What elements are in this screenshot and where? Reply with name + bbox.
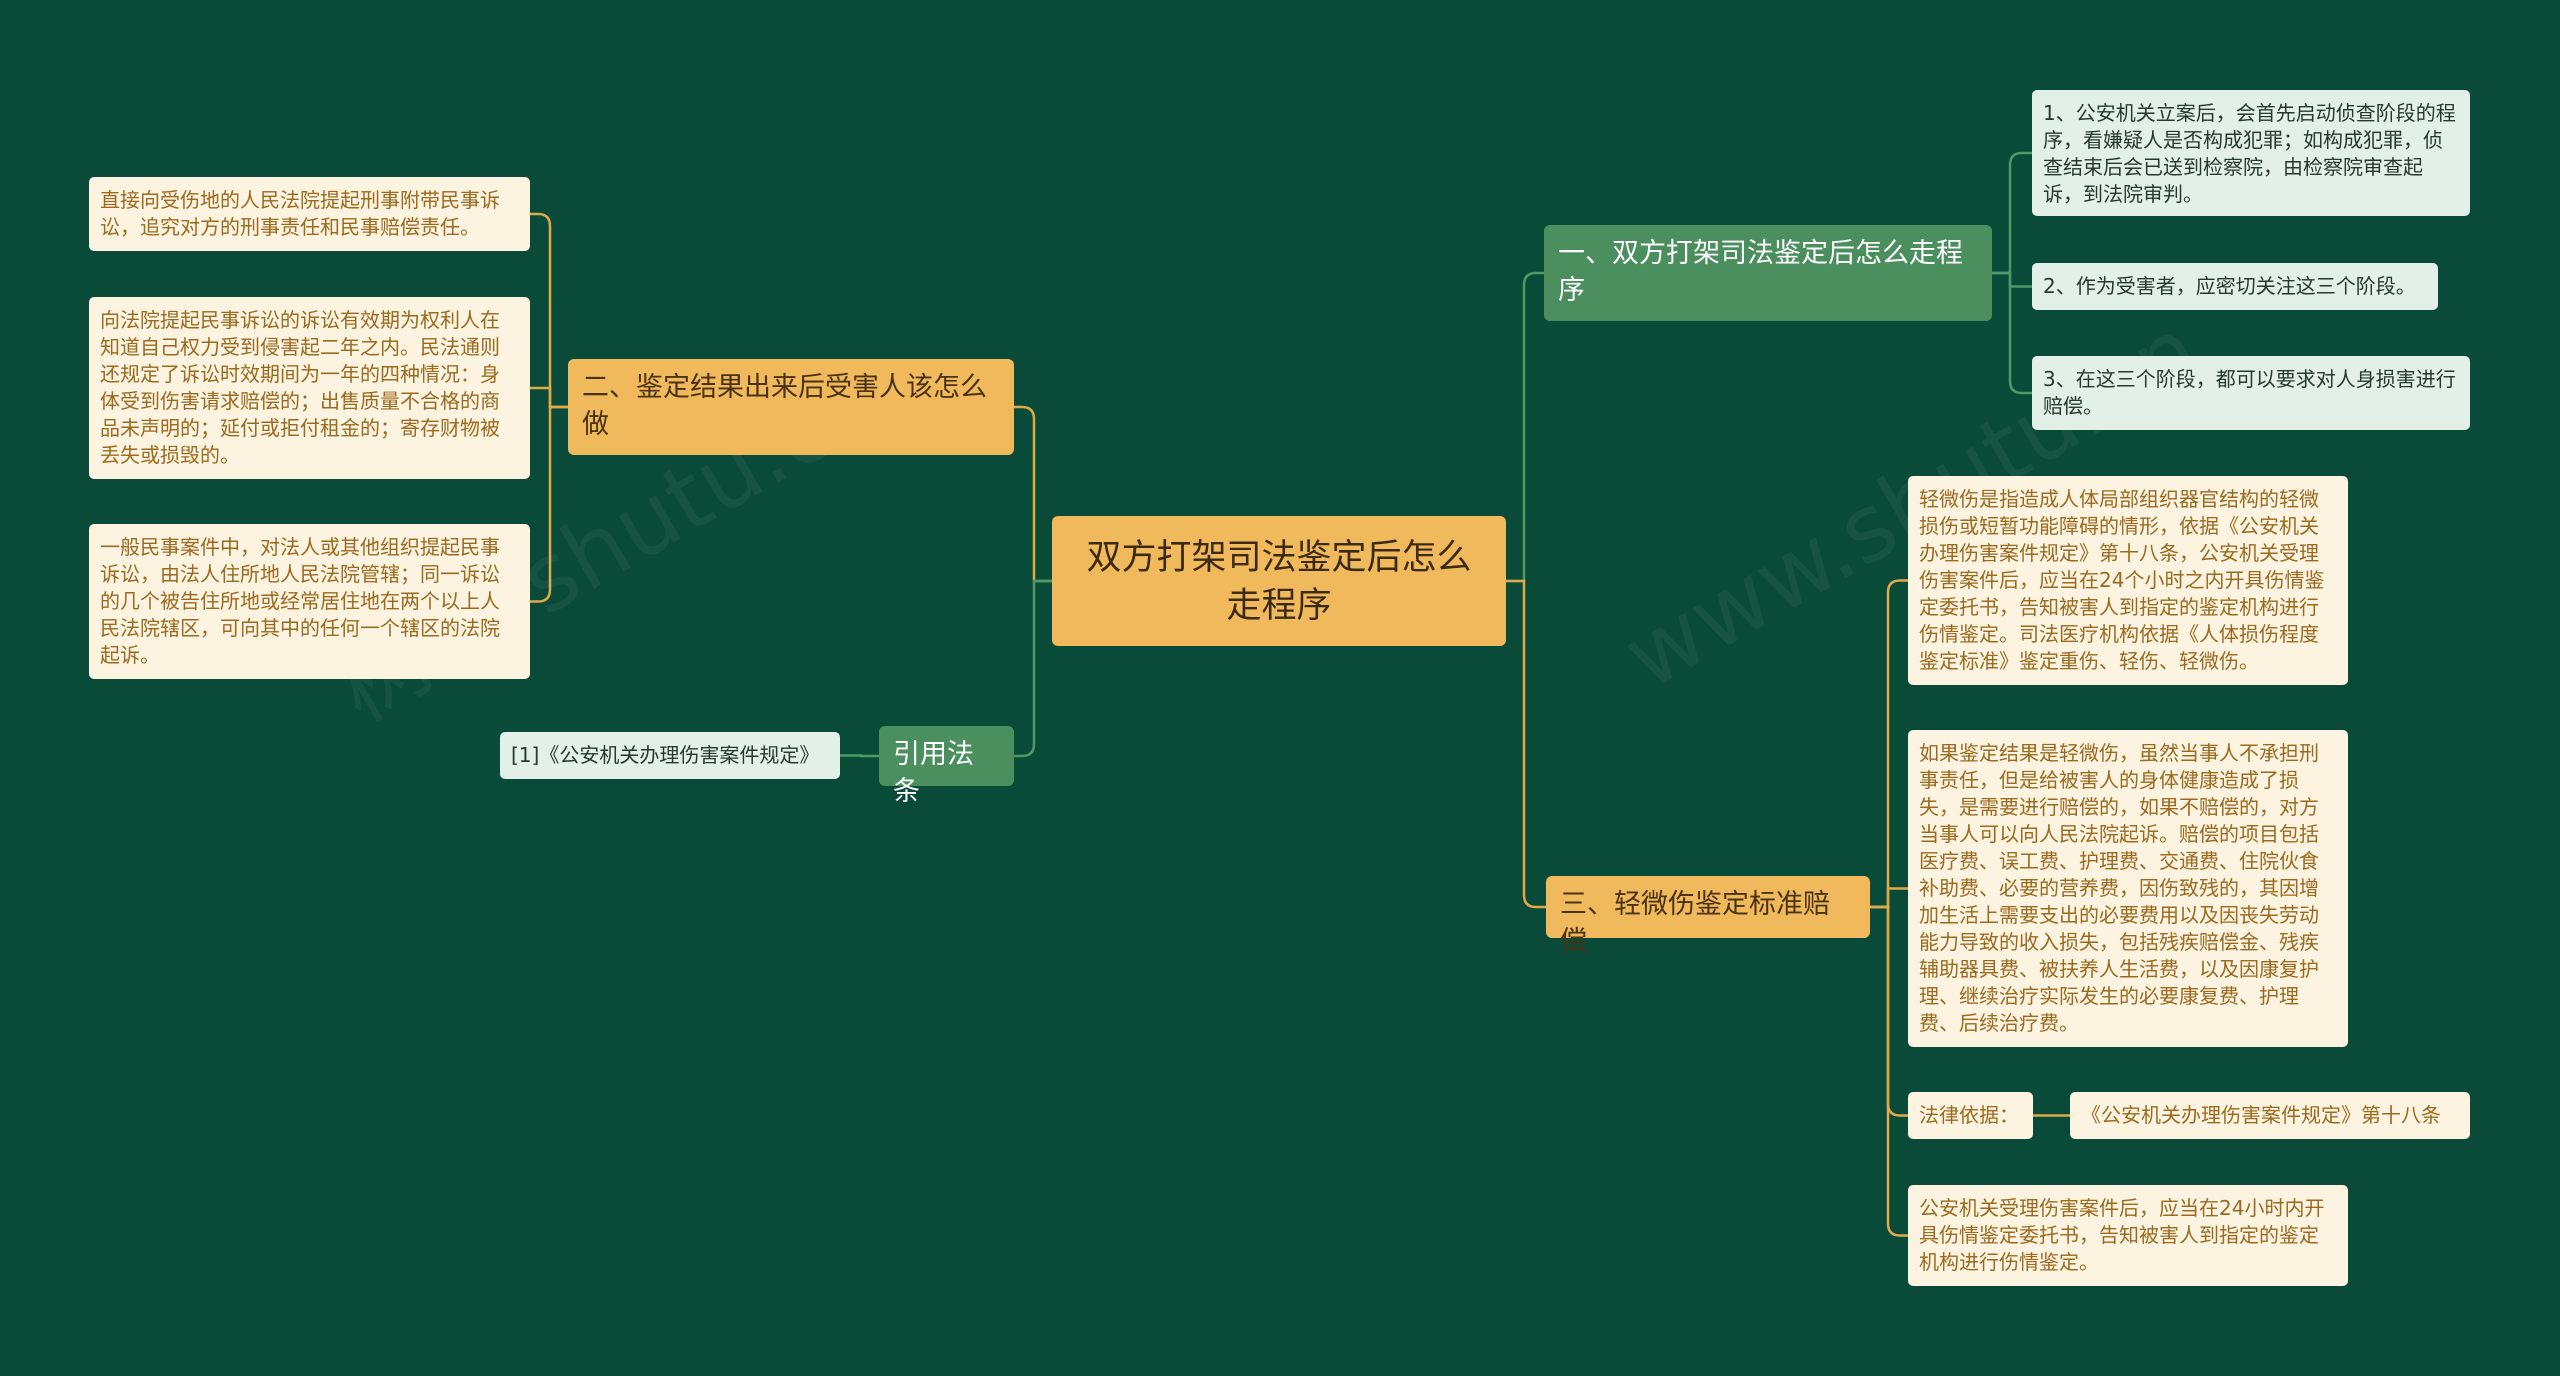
- leaf-procedure-2[interactable]: 2、作为受害者，应密切关注这三个阶段。: [2032, 263, 2438, 310]
- branch-minor-injury[interactable]: 三、轻微伤鉴定标准赔偿: [1546, 876, 1870, 957]
- leaf-criminal-civil-suit[interactable]: 直接向受伤地的人民法院提起刑事附带民事诉讼，追究对方的刑事责任和民事赔偿责任。: [89, 177, 530, 251]
- link-procedure-3: [1992, 271, 2032, 395]
- branch-cited-law[interactable]: 引用法条: [879, 726, 1014, 807]
- leaf-jurisdiction[interactable]: 一般民事案件中，对法人或其他组织提起民事诉讼，由法人住所地人民法院管辖；同一诉讼…: [89, 524, 530, 679]
- branch-procedure[interactable]: 一、双方打架司法鉴定后怎么走程序: [1544, 225, 1992, 321]
- leaf-legal-basis-article[interactable]: 《公安机关办理伤害案件规定》第十八条: [2070, 1092, 2470, 1139]
- leaf-procedure-3[interactable]: 3、在这三个阶段，都可以要求对人身损害进行赔偿。: [2032, 356, 2470, 430]
- branch-victim-actions[interactable]: 二、鉴定结果出来后受害人该怎么做: [568, 359, 1014, 455]
- central-topic[interactable]: 双方打架司法鉴定后怎么走程序: [1052, 516, 1506, 646]
- leaf-statute-limitation[interactable]: 向法院提起民事诉讼的诉讼有效期为权利人在知道自己权力受到侵害起二年之内。民法通则…: [89, 297, 530, 479]
- leaf-legal-basis[interactable]: 法律依据：: [1908, 1092, 2033, 1139]
- link-central-cited-law: [1014, 579, 1052, 758]
- link-victim-3: [530, 405, 568, 603]
- leaf-police-procedure[interactable]: 公安机关受理伤害案件后，应当在24小时内开具伤情鉴定委托书，告知被害人到指定的鉴…: [1908, 1185, 2348, 1286]
- link-procedure-2: [1992, 271, 2032, 288]
- leaf-procedure-1[interactable]: 1、公安机关立案后，会首先启动侦查阶段的程序，看嫌疑人是否构成犯罪；如构成犯罪，…: [2032, 90, 2470, 216]
- link-minor-4: [1870, 905, 1908, 1237]
- link-victim-2: [530, 386, 568, 409]
- link-minor-1: [1870, 579, 1908, 909]
- link-victim-1: [530, 212, 568, 409]
- leaf-minor-injury-definition[interactable]: 轻微伤是指造成人体局部组织器官结构的轻微损伤或短暂功能障碍的情形，依据《公安机关…: [1908, 476, 2348, 685]
- leaf-cited-law-1[interactable]: [1]《公安机关办理伤害案件规定》: [500, 732, 840, 779]
- link-central-victim: [1014, 405, 1052, 583]
- link-cited-1: [840, 754, 879, 758]
- link-central-minor-injury: [1506, 579, 1546, 909]
- link-procedure-1: [1992, 151, 2032, 275]
- link-minor-2: [1870, 887, 1908, 909]
- leaf-compensation[interactable]: 如果鉴定结果是轻微伤，虽然当事人不承担刑事责任，但是给被害人的身体健康造成了损失…: [1908, 730, 2348, 1047]
- link-central-procedure: [1506, 271, 1544, 583]
